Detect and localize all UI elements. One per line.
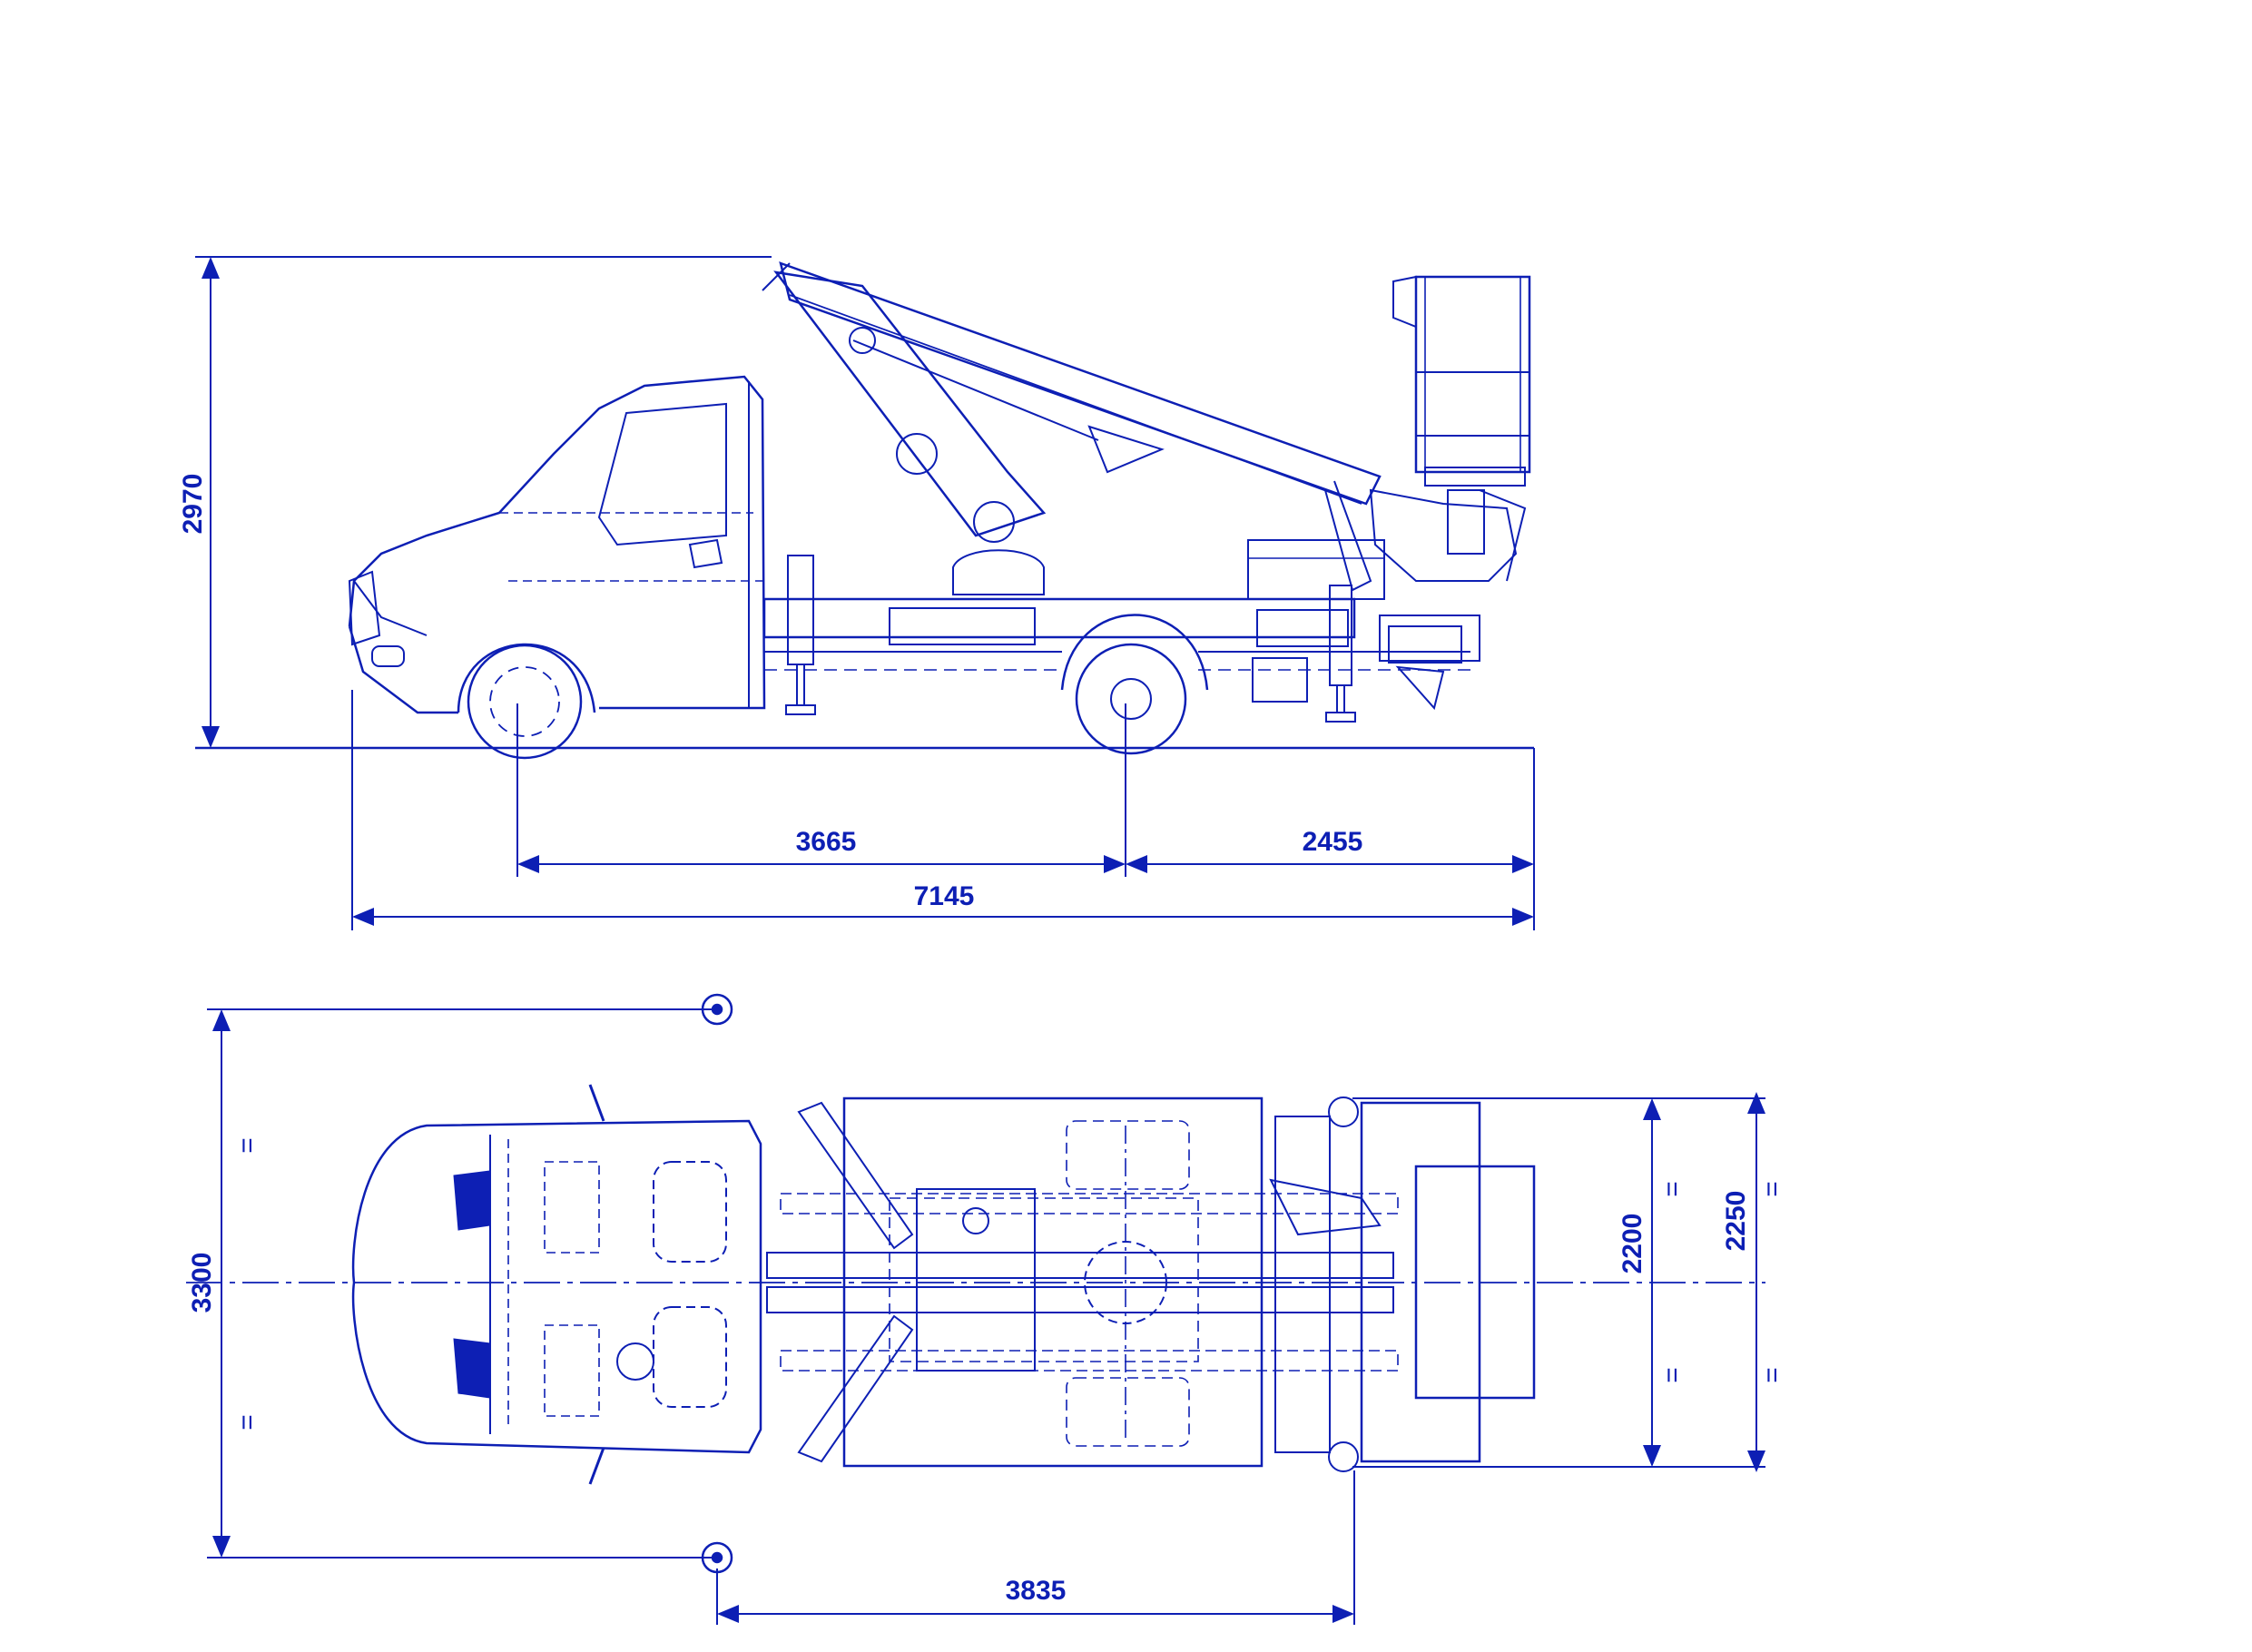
outrigger-base-label: 3835	[1006, 1576, 1067, 1606]
body-platform-top	[842, 1096, 1264, 1468]
rear-stabilizer	[1325, 585, 1356, 723]
wheelbase-label: 3665	[796, 827, 857, 857]
equal-mark: =	[1657, 1367, 1687, 1383]
side-view	[195, 256, 1535, 930]
outrigger-span-dimension	[207, 1008, 717, 1559]
turntable-column	[762, 262, 1047, 595]
rear-overhang-label: 2455	[1303, 827, 1363, 857]
jib-linkage	[1369, 488, 1527, 582]
equal-mark: =	[1757, 1181, 1787, 1197]
truck-cab	[348, 375, 766, 714]
top-extension-lines	[716, 1097, 1765, 1625]
front-wheel	[457, 643, 596, 760]
rear-turret-top	[1269, 1096, 1536, 1472]
rear-equipment	[1247, 539, 1462, 711]
work-basket	[1392, 275, 1531, 487]
height-dimension	[195, 256, 772, 748]
equal-mark: =	[232, 1414, 262, 1431]
front-stabilizer-arms	[797, 1101, 1036, 1463]
outrigger-pad-icon	[701, 993, 733, 1026]
outrigger-span-label: 3300	[187, 1253, 217, 1313]
telescopic-boom	[779, 261, 1382, 592]
cab-top	[351, 1084, 762, 1485]
overall-height-label: 2970	[178, 474, 208, 535]
chassis-rails-top	[766, 1193, 1399, 1372]
side-extension-lines	[351, 690, 1535, 930]
front-stabilizer	[785, 555, 816, 715]
equal-mark: =	[232, 1137, 262, 1154]
overall-length-label: 7145	[914, 881, 975, 911]
equal-mark: =	[1657, 1181, 1687, 1197]
top-view	[186, 993, 1765, 1625]
side-dimension-lines	[352, 855, 1534, 926]
platform-width-label: 2200	[1618, 1214, 1647, 1274]
rear-wheel	[1060, 614, 1209, 755]
equal-mark: =	[1757, 1367, 1787, 1383]
chassis-frame	[762, 597, 1480, 703]
overall-width-label: 2250	[1721, 1191, 1751, 1252]
